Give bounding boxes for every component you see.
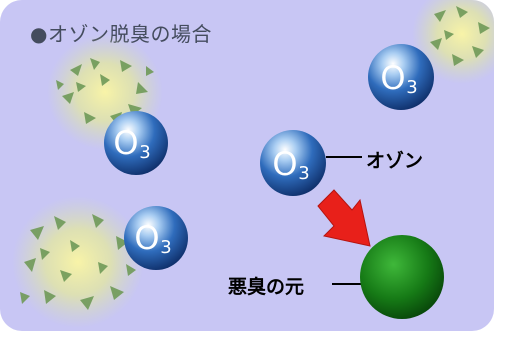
- diagram-panel: ●オゾン脱臭の場合: [0, 0, 494, 331]
- odor-molecule-icon: [360, 235, 444, 319]
- ozone-label: オゾン: [366, 150, 424, 172]
- ozone-molecule-icon: O 3: [124, 206, 188, 270]
- ozone-subscript: 3: [298, 163, 309, 184]
- ozone-symbol: O: [272, 145, 297, 183]
- ozone-molecule-icon: O 3: [368, 44, 434, 110]
- decomposed-odor-burst-icon: [12, 196, 144, 328]
- odor-source-label: 悪臭の元: [228, 276, 305, 298]
- ozone-symbol: O: [380, 59, 405, 97]
- ozone-subscript: 3: [160, 237, 171, 258]
- ozone-subscript: 3: [406, 77, 417, 98]
- ozone-subscript: 3: [139, 142, 150, 163]
- ozone-molecule-icon: O 3: [260, 130, 326, 196]
- arrow-icon: [317, 189, 371, 247]
- decomposed-odor-burst-icon: [412, 0, 494, 84]
- ozone-deodorization-scene: O 3 O 3 O 3 O 3: [12, 0, 494, 328]
- ozone-symbol: O: [113, 124, 138, 162]
- ozone-molecule-icon: O 3: [104, 111, 168, 175]
- ozone-symbol: O: [134, 219, 159, 257]
